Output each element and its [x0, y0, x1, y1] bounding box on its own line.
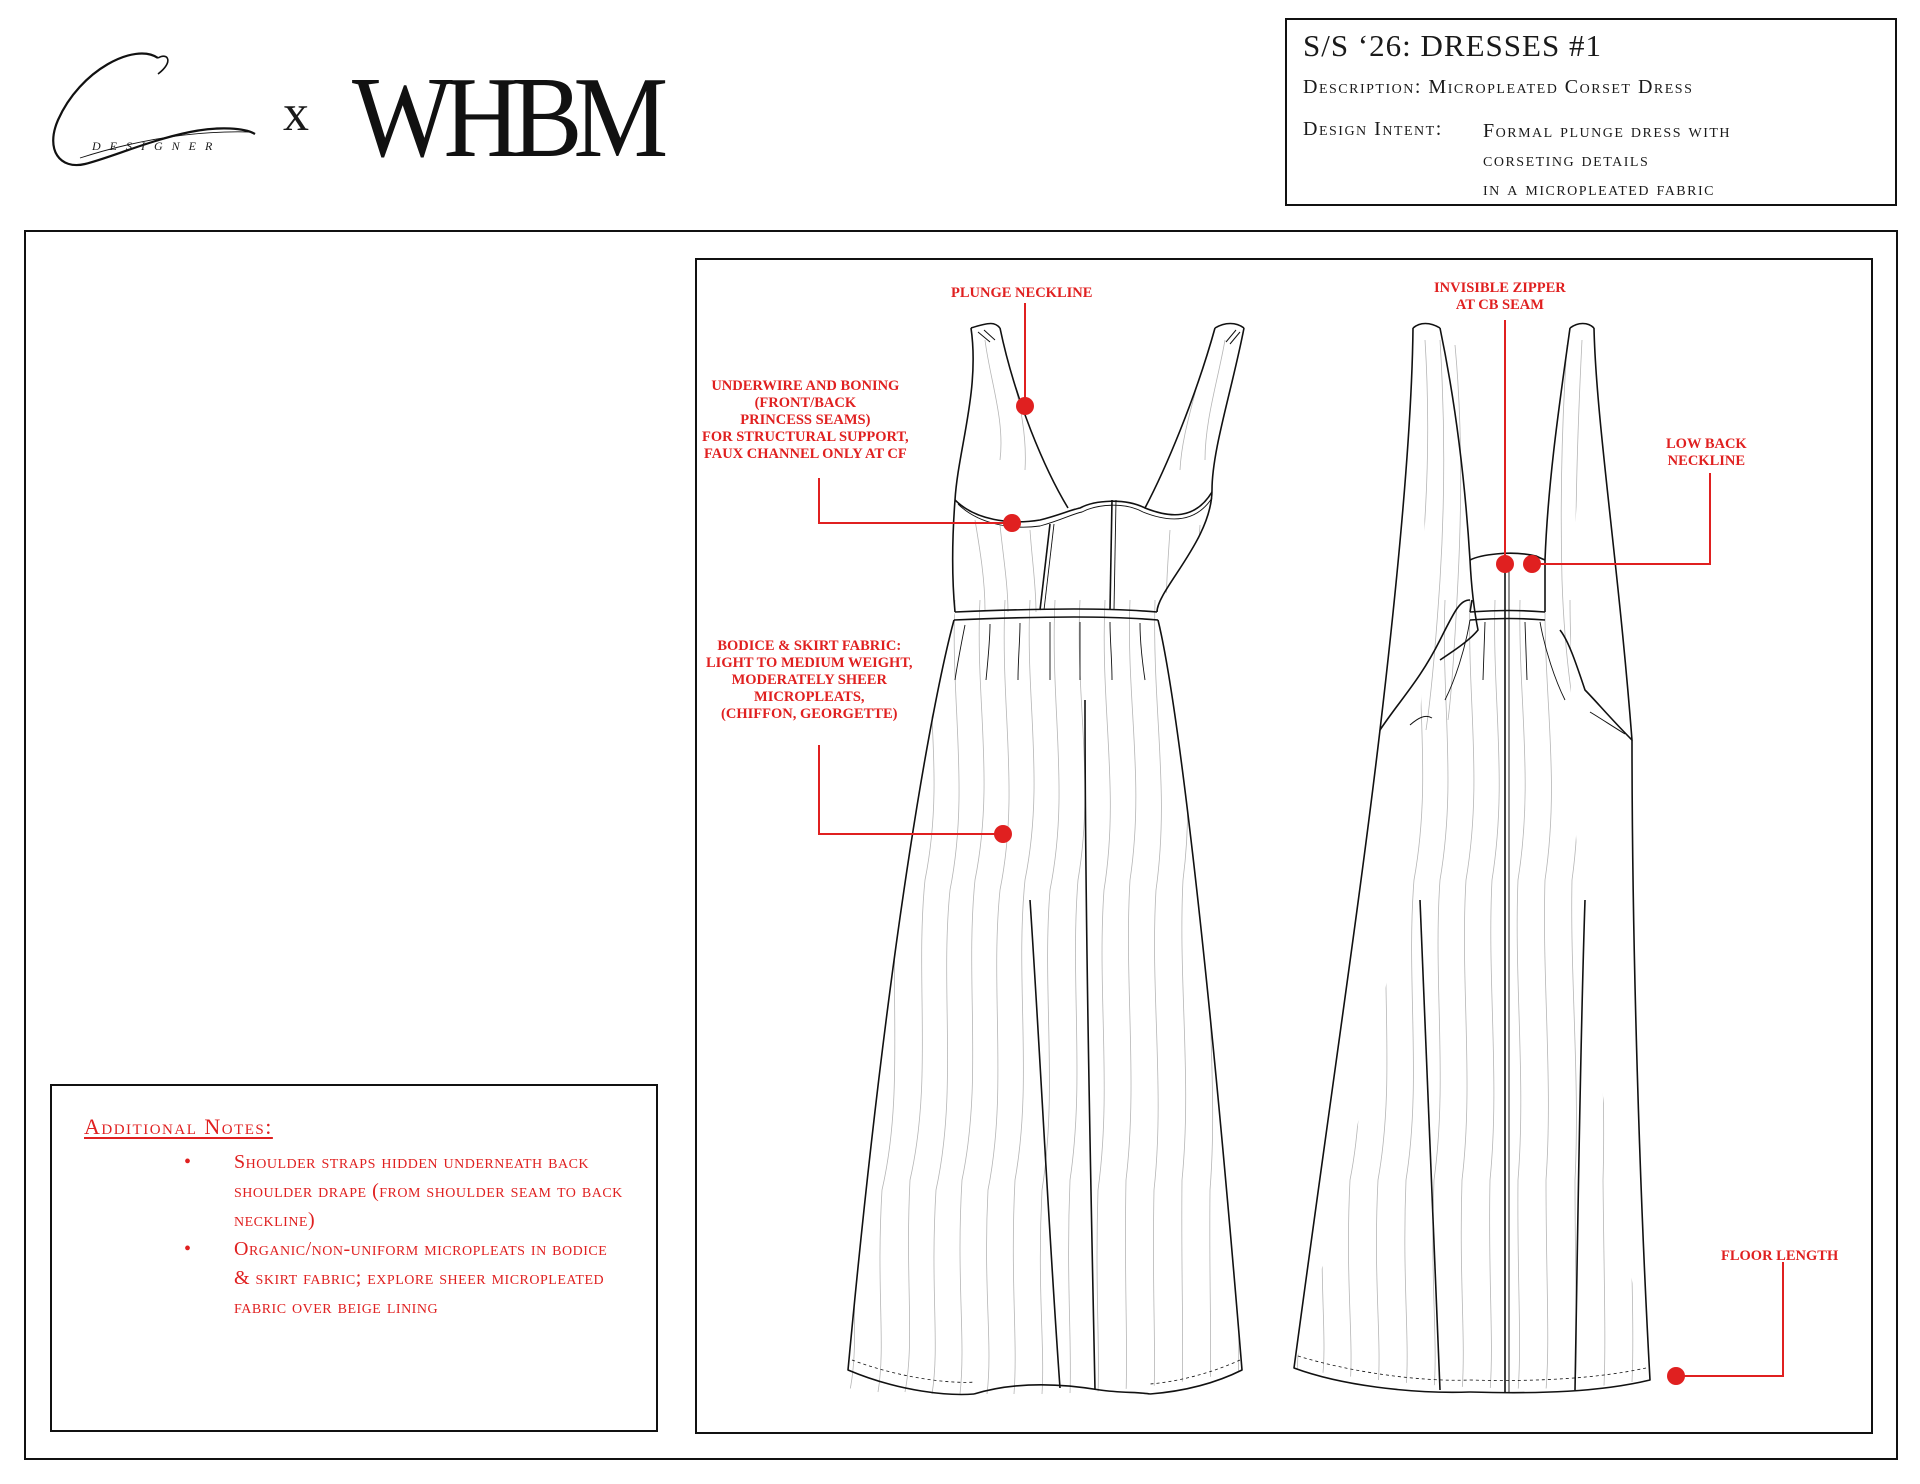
callout-line: PRINCESS SEAMS) — [740, 412, 871, 428]
front-view-sketch — [847, 322, 1245, 1396]
sketch-frame — [695, 258, 1873, 1434]
bullet: • — [184, 1151, 192, 1173]
season-title: S/S ‘26: DRESSES #1 — [1303, 28, 1602, 63]
callout-line: MICROPLEATS, — [754, 689, 865, 705]
description-row: Description: Micropleated Corset Dress — [1303, 76, 1693, 99]
back-view-sketch — [1293, 322, 1651, 1394]
callout-line: LOW BACK — [1666, 436, 1747, 452]
intent-line: corseting details — [1483, 149, 1650, 171]
callout-line: INVISIBLE ZIPPER — [1434, 280, 1566, 296]
bullet: • — [184, 1238, 192, 1260]
notes-list: • Shoulder straps hidden underneath back… — [184, 1148, 624, 1322]
callout-underwire-boning: UNDERWIRE AND BONING (FRONT/BACK PRINCES… — [702, 378, 909, 463]
note-text: Organic/non-uniform micropleats in bodic… — [234, 1238, 608, 1318]
callout-line: BODICE & SKIRT FABRIC: — [717, 638, 902, 654]
callout-floor-length: FLOOR LENGTH — [1721, 1248, 1838, 1265]
design-intent-value: Formal plunge dress with corseting detai… — [1483, 117, 1731, 204]
list-item: • Organic/non-uniform micropleats in bod… — [184, 1235, 624, 1322]
callout-line: MODERATELY SHEER — [731, 672, 887, 688]
callout-line: FOR STRUCTURAL SUPPORT, — [702, 429, 909, 445]
callout-dots — [994, 397, 1685, 1385]
designer-logo — [52, 52, 256, 167]
designer-logo-subtitle: DESIGNER — [92, 139, 222, 153]
callout-line: FAUX CHANNEL ONLY AT CF — [703, 446, 907, 462]
callout-low-back-neckline: LOW BACK NECKLINE — [1666, 436, 1747, 470]
callout-line: FLOOR LENGTH — [1721, 1248, 1839, 1264]
callout-line: NECKLINE — [1667, 453, 1746, 469]
brand-logo: WHBM — [352, 54, 668, 182]
spec-sheet-frame — [24, 230, 1898, 1460]
spec-info-box: S/S ‘26: DRESSES #1 Description: Micropl… — [1285, 18, 1897, 206]
callout-line: LIGHT TO MEDIUM WEIGHT, — [706, 655, 913, 671]
callout-line: (CHIFFON, GEORGETTE) — [721, 706, 898, 722]
description-value: Micropleated Corset Dress — [1428, 76, 1694, 98]
collab-x: x — [283, 85, 309, 142]
callout-line: PLUNGE NECKLINE — [951, 285, 1093, 301]
intent-line: Formal plunge dress with — [1483, 120, 1732, 142]
callout-leaders — [818, 303, 1784, 1377]
callout-plunge-neckline: PLUNGE NECKLINE — [951, 285, 1092, 302]
note-text: Shoulder straps hidden underneath back s… — [234, 1151, 623, 1231]
callout-fabric: BODICE & SKIRT FABRIC: LIGHT TO MEDIUM W… — [706, 638, 913, 723]
callout-line: (FRONT/BACK — [754, 395, 857, 411]
notes-title: Additional Notes: — [84, 1114, 273, 1139]
intent-line: in a micropleated fabric — [1483, 178, 1715, 200]
callout-invisible-zipper: INVISIBLE ZIPPER AT CB SEAM — [1434, 280, 1566, 314]
callout-line: AT CB SEAM — [1455, 297, 1544, 313]
callout-line: UNDERWIRE AND BONING — [711, 378, 900, 394]
design-intent-label: Design Intent: — [1303, 118, 1443, 140]
description-label: Description: — [1303, 76, 1422, 98]
additional-notes-box: Additional Notes: • Shoulder straps hidd… — [50, 1084, 658, 1432]
list-item: • Shoulder straps hidden underneath back… — [184, 1148, 624, 1235]
